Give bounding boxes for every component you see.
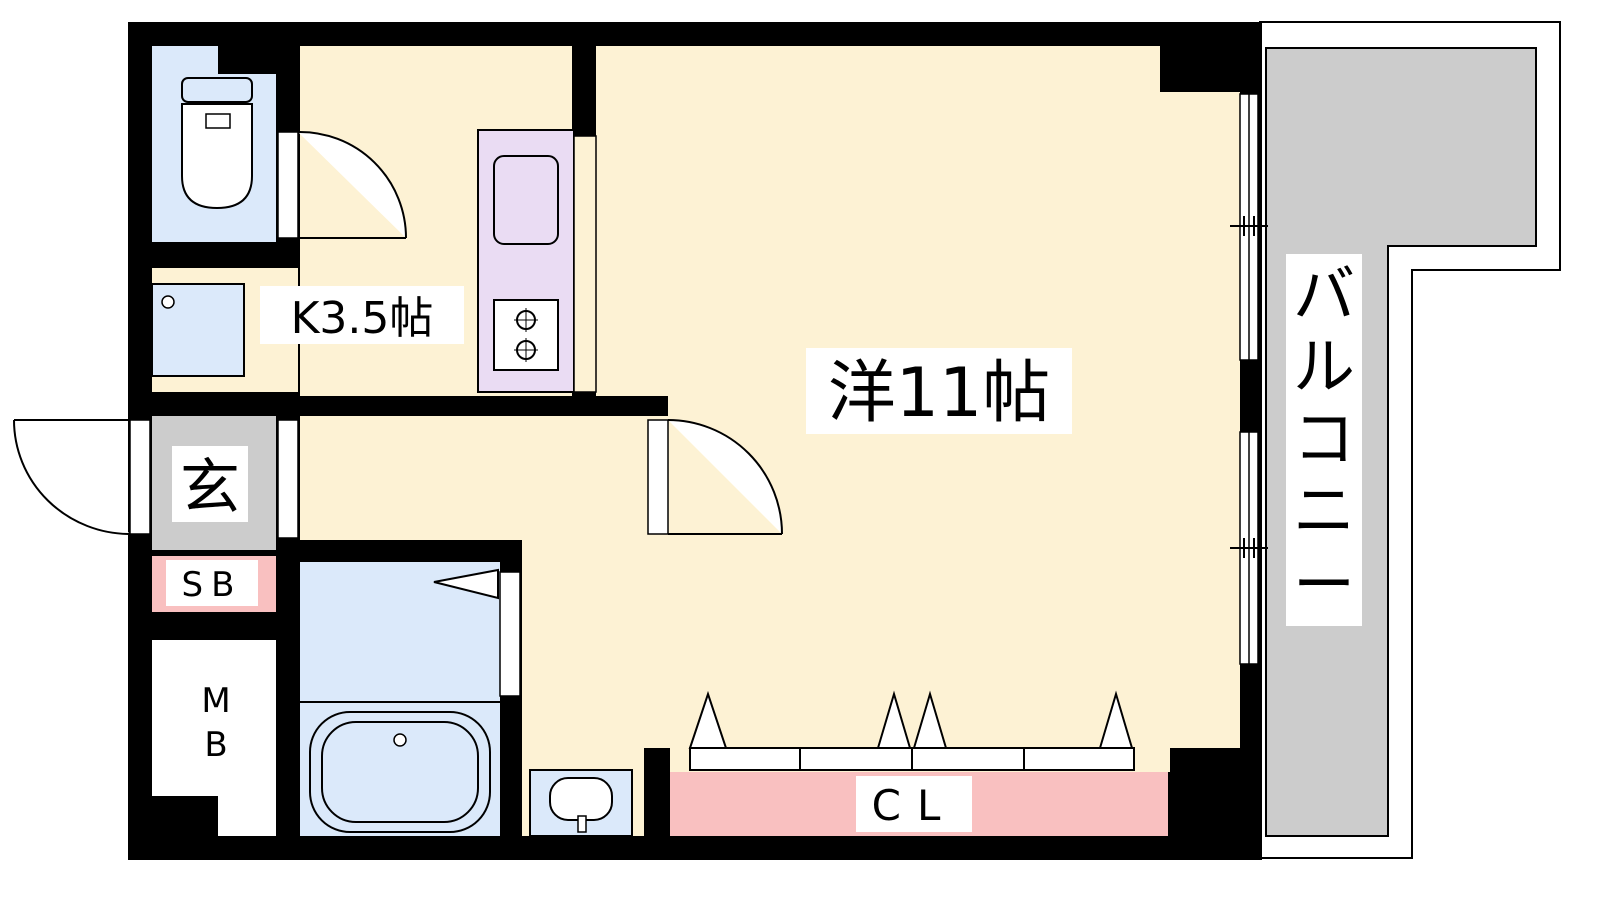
toilet-door-frame bbox=[277, 131, 299, 239]
entrance-door-frame bbox=[129, 419, 151, 535]
western-room-label: 洋11帖 bbox=[828, 354, 1051, 433]
fridge-icon bbox=[161, 295, 175, 309]
closet-door-marker bbox=[688, 690, 728, 749]
balcony-label-char: ル bbox=[1293, 330, 1355, 403]
closet-label: CL bbox=[872, 781, 957, 830]
balcony-label-char: コ bbox=[1293, 402, 1355, 475]
entrance-label: 玄 bbox=[180, 453, 240, 523]
balcony-label-char: ニ bbox=[1293, 474, 1355, 547]
bathroom-door-frame bbox=[499, 571, 521, 697]
corridor-floor bbox=[300, 416, 644, 540]
wall-corner-block bbox=[1160, 46, 1240, 92]
washbasin bbox=[529, 769, 633, 837]
closet-door-marker bbox=[876, 690, 912, 749]
toilet-room bbox=[152, 46, 276, 242]
kitchen-counter bbox=[477, 129, 597, 393]
balcony-label-char: バ bbox=[1293, 258, 1355, 331]
closet-door-marker bbox=[912, 690, 948, 749]
sink-icon bbox=[493, 155, 559, 245]
meter-box-label-line2: B bbox=[204, 725, 227, 765]
meter-box-label-line1: M bbox=[201, 681, 230, 721]
balcony-label: バ ル コ ニ ー bbox=[1293, 258, 1355, 621]
washbasin-icon bbox=[549, 777, 613, 821]
balcony-window-upper bbox=[1230, 93, 1268, 361]
toilet-door-swing bbox=[297, 130, 407, 239]
balcony-label-char: ー bbox=[1293, 548, 1355, 621]
room-door-frame bbox=[647, 419, 669, 535]
room-door-swing bbox=[667, 419, 783, 535]
kitchen-label: K3.5帖 bbox=[291, 293, 434, 344]
entrance-door-swing bbox=[13, 419, 131, 535]
shoe-box-label: SB bbox=[182, 565, 243, 605]
bathroom bbox=[300, 562, 500, 836]
balcony-window-lower bbox=[1230, 431, 1268, 665]
closet-door-marker bbox=[1098, 690, 1134, 749]
